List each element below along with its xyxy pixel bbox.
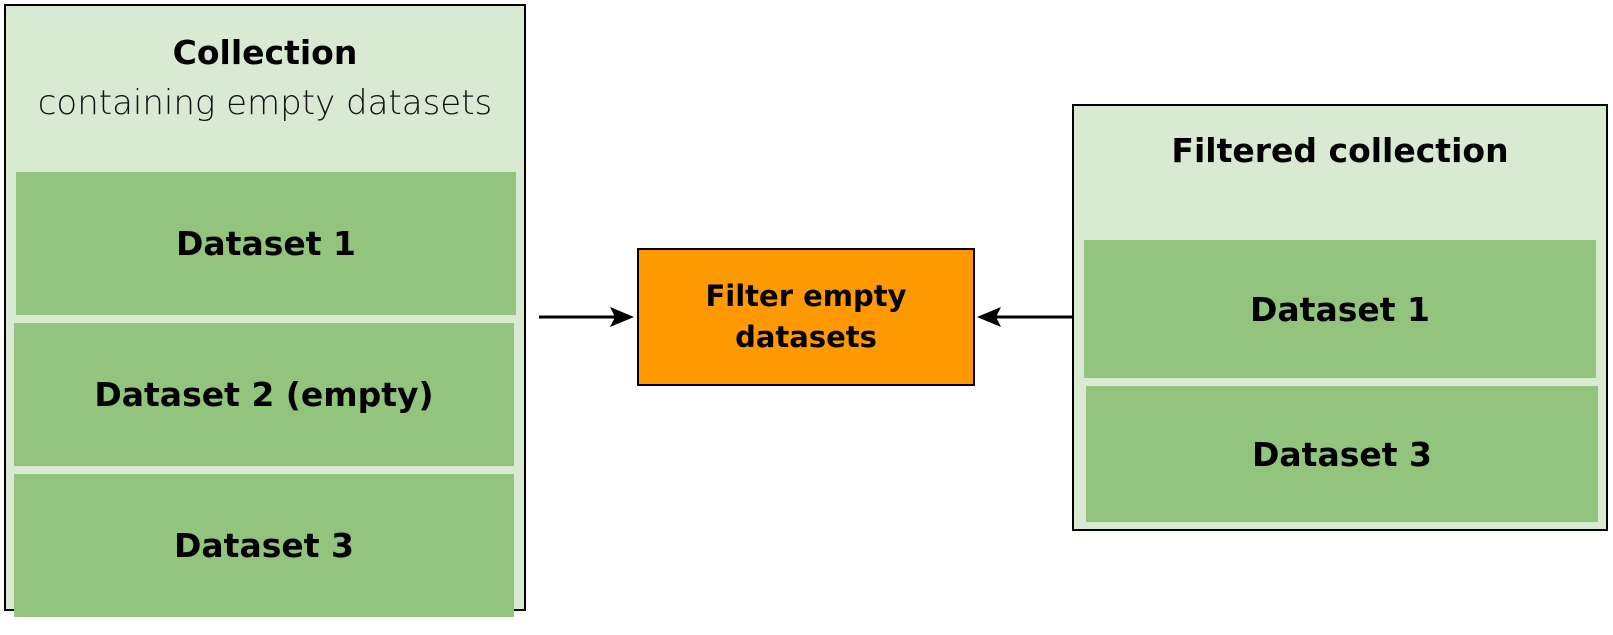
output-to-filter-arrowhead (977, 307, 1001, 327)
input-dataset-1: Dataset 1 (16, 172, 516, 315)
input-dataset-3-label: Dataset 3 (174, 526, 354, 565)
output-collection-box: Filtered collection Dataset 1 Dataset 3 (1072, 104, 1608, 531)
process-label: Filter empty datasets (705, 279, 907, 354)
input-collection-title: Collection (172, 33, 358, 72)
output-dataset-3: Dataset 3 (1086, 386, 1598, 522)
filter-empty-datasets-process: Filter empty datasets (637, 248, 975, 386)
input-dataset-3: Dataset 3 (14, 474, 514, 617)
output-collection-title: Filtered collection (1171, 131, 1509, 170)
output-dataset-3-label: Dataset 3 (1252, 434, 1432, 474)
output-dataset-1-label: Dataset 1 (1250, 289, 1430, 329)
input-dataset-2-empty: Dataset 2 (empty) (14, 323, 514, 466)
input-collection-subtitle: containing empty datasets (37, 83, 493, 123)
output-dataset-1: Dataset 1 (1084, 240, 1596, 378)
input-collection-box: Collection containing empty datasets Dat… (4, 4, 526, 617)
input-to-filter-arrowhead (610, 307, 634, 327)
input-dataset-2-label: Dataset 2 (empty) (94, 375, 434, 414)
input-dataset-1-label: Dataset 1 (176, 224, 356, 263)
